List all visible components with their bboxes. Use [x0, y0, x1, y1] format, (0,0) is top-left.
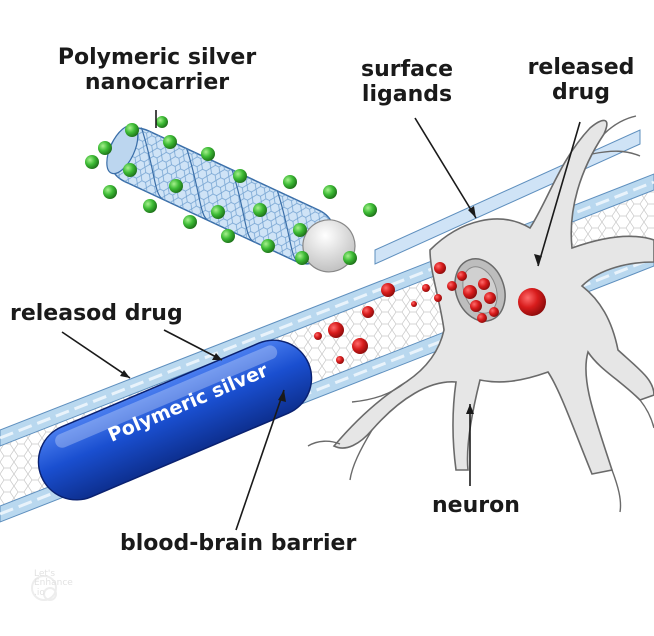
- ligand: [98, 141, 112, 155]
- ligand: [169, 179, 183, 193]
- ligand: [125, 123, 139, 137]
- watermark-line3: .io: [34, 587, 45, 598]
- drug-particle: [381, 283, 395, 297]
- drug-particle: [336, 356, 344, 364]
- ligand: [261, 239, 275, 253]
- ligand: [211, 205, 225, 219]
- drug-particle: [434, 294, 442, 302]
- drug-particle: [478, 278, 490, 290]
- drug-particle: [434, 262, 446, 274]
- label-nanocarrier: Polymeric silver nanocarrier: [52, 45, 262, 95]
- label-ligands-line1: surface: [361, 57, 453, 82]
- callout-arrows: [61, 110, 581, 531]
- ligand: [363, 203, 377, 217]
- label-released-drug-top: released drug: [518, 55, 644, 105]
- label-blood-brain-barrier: blood-brain barrier: [120, 531, 357, 556]
- nanocarrier-tube: [106, 124, 356, 273]
- ligand: [156, 116, 168, 128]
- ligand: [283, 175, 297, 189]
- label-nanocarrier-line2: nanocarrier: [84, 69, 230, 95]
- released-drug-top-arrow: [537, 121, 581, 267]
- drug-particle: [477, 313, 487, 323]
- ligand: [201, 147, 215, 161]
- label-nanocarrier-line1: Polymeric silver: [57, 45, 257, 70]
- drug-particles: [314, 262, 546, 364]
- ligand: [103, 185, 117, 199]
- drug-particle: [447, 281, 457, 291]
- polymeric-silver-capsule: [37, 339, 313, 501]
- drug-particle: [484, 292, 496, 304]
- label-released-drug-left: releasod drug: [10, 301, 183, 326]
- drug-particle: [470, 300, 482, 312]
- released-drug-left-arrow-1: [61, 331, 131, 379]
- released-drug-left-arrow-2: [163, 329, 223, 361]
- drug-particle: [489, 307, 499, 317]
- drug-particle: [362, 306, 374, 318]
- ligand: [123, 163, 137, 177]
- drug-particle: [463, 285, 477, 299]
- watermark-line2: Enhance: [34, 578, 73, 589]
- watermark-logo: [31, 575, 57, 601]
- drug-particle: [352, 338, 368, 354]
- label-surface-ligands: surface ligands: [352, 57, 462, 107]
- label-ligands-line2: ligands: [361, 81, 453, 107]
- drug-particle: [422, 284, 430, 292]
- label-released-top-line2: drug: [551, 79, 610, 105]
- ligands-arrow: [414, 117, 477, 219]
- ligand: [293, 223, 307, 237]
- watermark-line1: Let's: [34, 569, 56, 579]
- surface-ligands: [85, 116, 377, 265]
- drug-particle: [314, 332, 322, 340]
- ligand: [253, 203, 267, 217]
- ligand: [143, 199, 157, 213]
- ligand: [221, 229, 235, 243]
- label-neuron: neuron: [432, 493, 520, 518]
- drug-particle: [457, 271, 467, 281]
- ligand: [295, 251, 309, 265]
- drug-particle: [518, 288, 546, 316]
- ligand: [323, 185, 337, 199]
- ligand: [233, 169, 247, 183]
- watermark-text: Let's Enhance .io: [34, 569, 73, 598]
- bbb-arrow: [235, 389, 285, 531]
- label-released-top-line1: released: [527, 55, 635, 80]
- drug-particle: [411, 301, 417, 307]
- ligand: [85, 155, 99, 169]
- ligand: [183, 215, 197, 229]
- ligand: [343, 251, 357, 265]
- drug-particle: [328, 322, 344, 338]
- ligand: [163, 135, 177, 149]
